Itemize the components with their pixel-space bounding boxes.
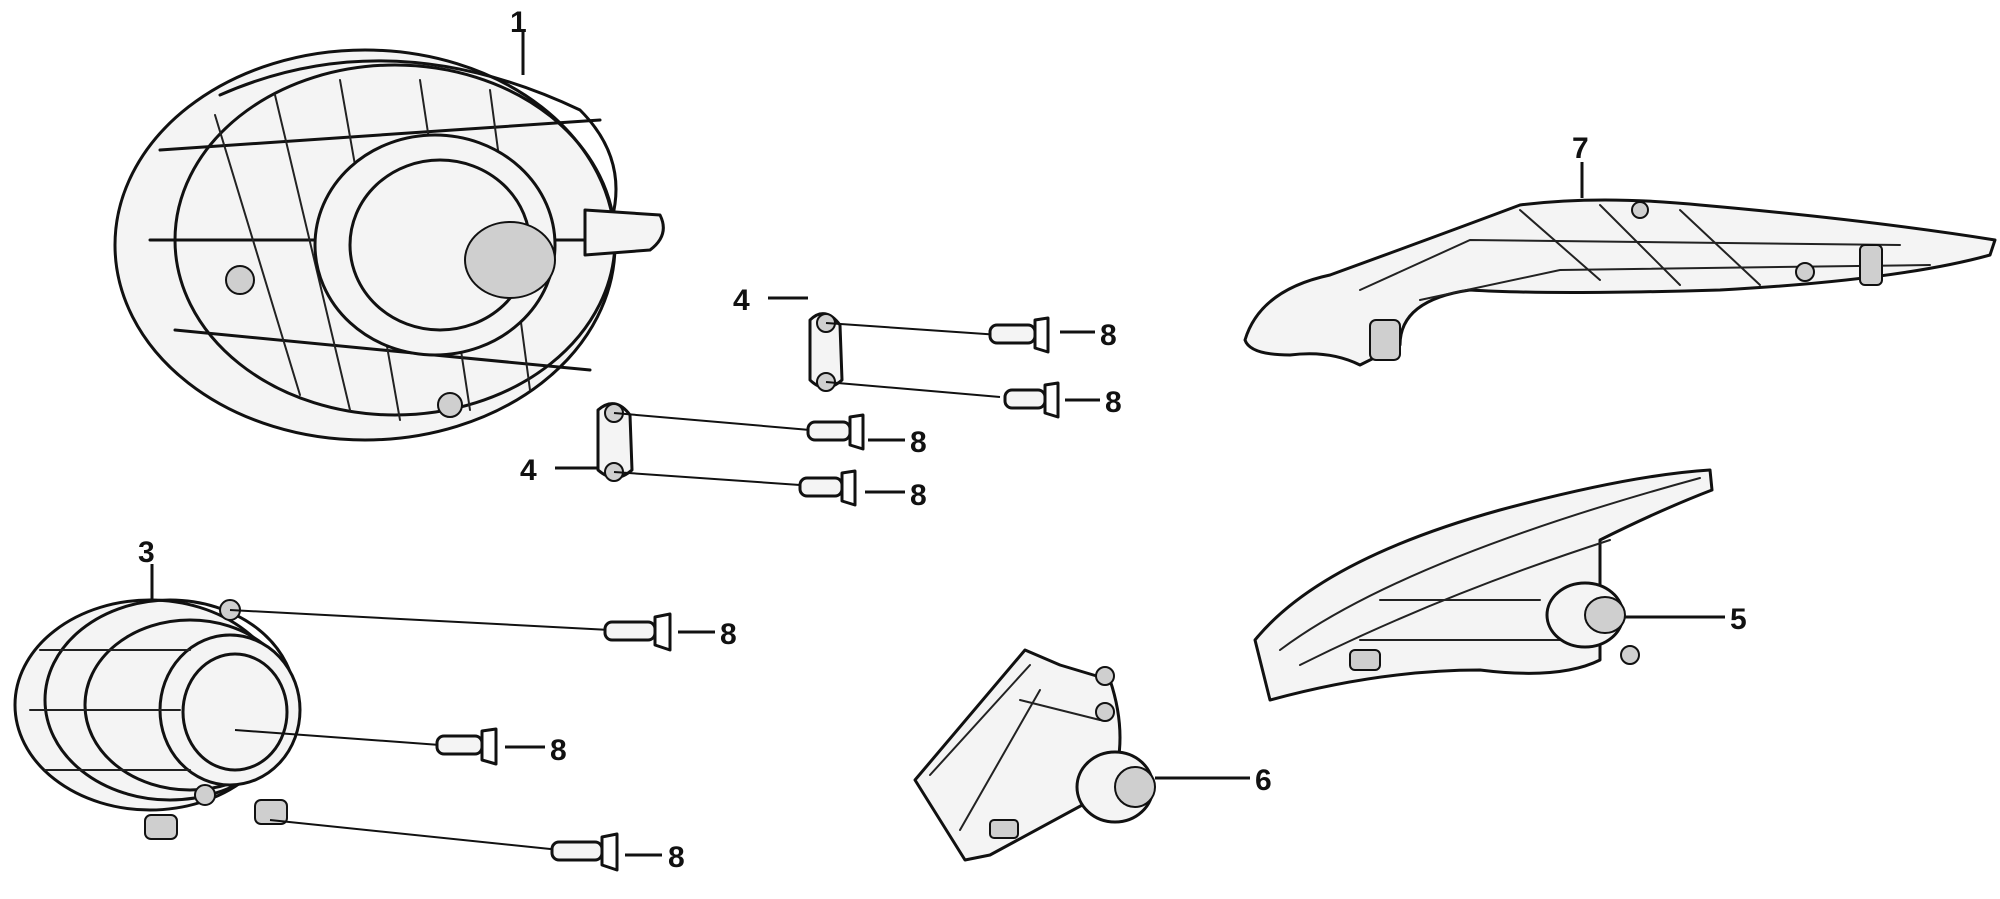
bolt-5 bbox=[603, 612, 672, 652]
bolt-7 bbox=[550, 832, 619, 872]
callout-4-lower: 4 bbox=[520, 454, 537, 487]
callout-8-f: 8 bbox=[550, 734, 567, 767]
fog-lamp-assembly bbox=[13, 598, 302, 840]
bolt-3 bbox=[806, 413, 865, 451]
bolt-4 bbox=[798, 469, 857, 507]
headlight-assembly bbox=[113, 48, 665, 442]
callout-8-g: 8 bbox=[668, 841, 685, 874]
bolt-1 bbox=[988, 316, 1050, 354]
callout-8-a: 8 bbox=[1100, 319, 1117, 352]
callout-4-upper: 4 bbox=[733, 284, 750, 317]
bracket-lower bbox=[596, 402, 634, 482]
callout-8-e: 8 bbox=[720, 618, 737, 651]
callout-3: 3 bbox=[138, 536, 155, 569]
callout-1: 1 bbox=[510, 6, 527, 39]
bolt-6 bbox=[435, 727, 498, 766]
light-strip-assembly bbox=[1243, 198, 1997, 367]
callout-8-d: 8 bbox=[910, 479, 927, 512]
callout-5: 5 bbox=[1730, 603, 1747, 636]
callout-8-b: 8 bbox=[1105, 386, 1122, 419]
turn-signal-right bbox=[1253, 468, 1714, 702]
callout-8-c: 8 bbox=[910, 426, 927, 459]
bracket-upper bbox=[808, 312, 844, 392]
bolt-2 bbox=[1003, 381, 1060, 419]
callout-6: 6 bbox=[1255, 764, 1272, 797]
turn-signal-small bbox=[913, 648, 1156, 862]
callout-7: 7 bbox=[1572, 132, 1589, 165]
